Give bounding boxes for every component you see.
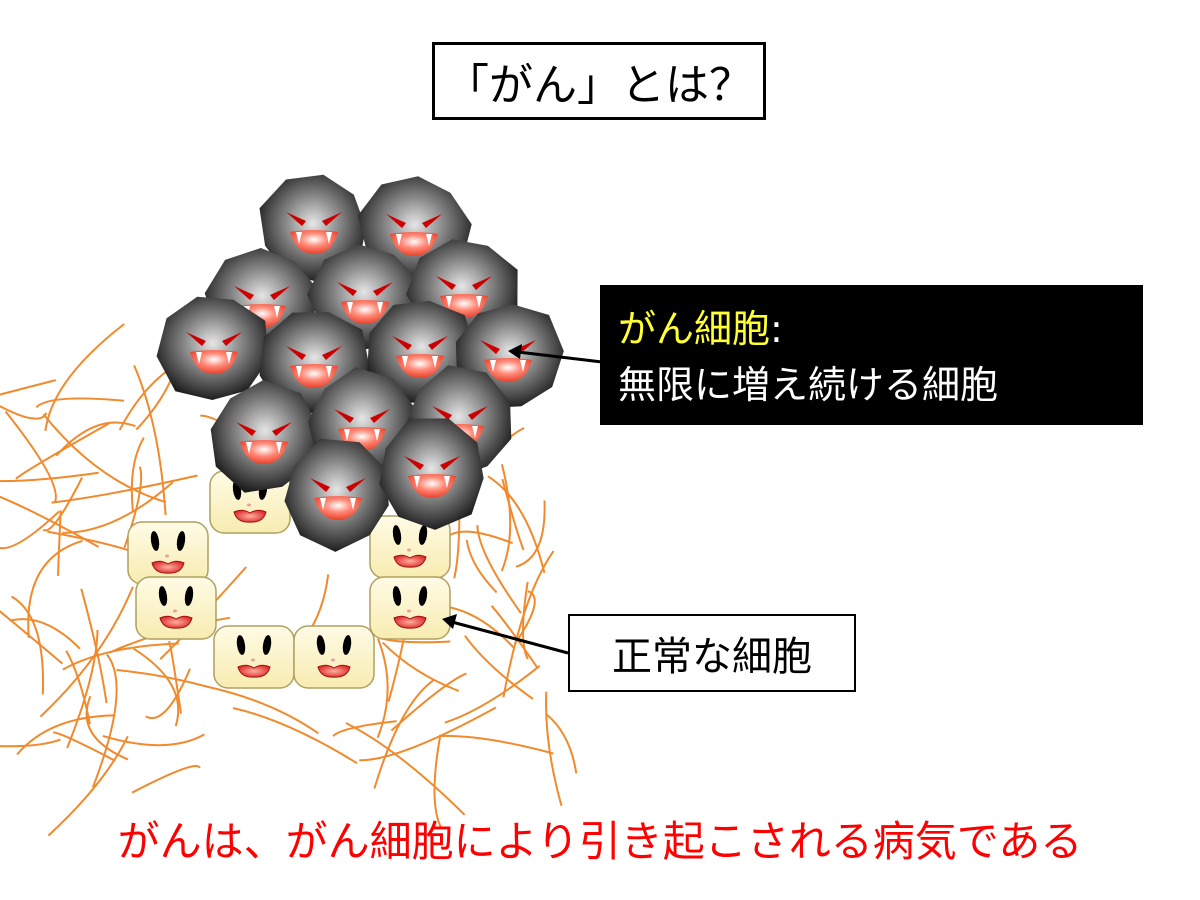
tissue-fiber	[381, 641, 460, 692]
tissue-fiber	[52, 731, 116, 762]
page-title-text: 「がん」とは？	[445, 60, 753, 111]
tissue-fiber	[0, 495, 99, 548]
tissue-fiber	[501, 478, 525, 551]
cancer-pointer-arrow	[517, 350, 603, 364]
tissue-fiber	[444, 665, 541, 724]
tissue-fiber	[11, 595, 45, 695]
tissue-fiber	[47, 735, 129, 837]
tissue-fiber	[205, 685, 319, 735]
cancer-cell	[210, 380, 319, 493]
tissue-fiber	[465, 539, 498, 594]
cancer-cell	[156, 296, 269, 400]
tissue-fiber	[62, 481, 174, 534]
tissue-fiber	[9, 618, 81, 650]
tissue-fiber	[44, 323, 125, 432]
tissue-fiber	[476, 525, 522, 614]
tissue-fiber	[66, 629, 99, 749]
cancer-arrowhead	[508, 344, 522, 359]
normal-pointer-arrow	[451, 620, 569, 655]
tissue-fiber	[0, 610, 64, 665]
normal-cell	[127, 521, 209, 585]
tissue-fiber	[42, 477, 83, 532]
tissue-fiber	[449, 606, 516, 650]
tissue-fiber	[0, 405, 48, 420]
cancer-cell	[379, 418, 484, 530]
tissue-fiber	[91, 653, 118, 788]
normal-cell-label: 正常な細胞	[612, 634, 812, 680]
tissue-fiber	[332, 720, 397, 737]
cancer-term-colon: :	[770, 307, 783, 351]
tissue-fiber	[62, 642, 179, 671]
tissue-fiber	[131, 764, 201, 794]
tissue-fiber	[35, 397, 125, 409]
tissue-fiber	[55, 421, 136, 457]
tissue-fiber	[80, 588, 108, 704]
pointer-arrows	[442, 344, 603, 655]
tissue-fiber	[373, 679, 435, 789]
normal-cell	[135, 576, 217, 640]
tissue-fiber	[133, 647, 180, 727]
tissue-fiber	[39, 586, 134, 718]
tissue-fiber	[102, 733, 205, 747]
tissue-fiber	[0, 471, 99, 483]
cancer-cell-cluster	[156, 174, 564, 552]
normal-cell	[293, 625, 375, 689]
normal-cell	[369, 576, 451, 640]
tissue-fiber	[545, 691, 563, 807]
normal-cell	[213, 625, 295, 689]
cancer-cell	[284, 438, 389, 552]
tissue-fiber	[464, 635, 534, 700]
normal-arrowhead	[442, 614, 457, 629]
tissue-fiber	[439, 734, 554, 755]
tissue-fiber	[0, 738, 61, 748]
normal-cell-callout: 正常な細胞	[568, 614, 856, 692]
page-title: 「がん」とは？	[432, 42, 766, 120]
conclusion-text: がんは、がん細胞により引き起こされる病気である	[117, 817, 1083, 866]
tissue-fiber	[515, 500, 546, 568]
tissue-fiber	[441, 530, 513, 545]
tissue-fiber	[65, 650, 91, 725]
tissue-fiber	[500, 463, 512, 572]
tissue-fiber	[487, 475, 546, 574]
tissue-fiber	[376, 638, 389, 739]
tissue-fiber	[145, 668, 191, 719]
tissue-fiber	[116, 669, 208, 688]
tissue-fiber	[490, 605, 538, 668]
tissue-fiber	[514, 590, 536, 644]
tissue-fiber	[390, 672, 467, 732]
normal-cell-group	[127, 470, 451, 689]
tissue-fiber	[232, 707, 358, 765]
tissue-fiber	[51, 474, 198, 504]
tissue-fiber	[4, 410, 57, 503]
tissue-fiber	[133, 365, 167, 516]
tissue-fiber	[345, 722, 466, 816]
cancer-callout-line-1: がん細胞:	[618, 301, 1125, 357]
cancer-cell-description: 無限に増え続ける細胞	[618, 363, 999, 407]
tissue-fiber	[359, 706, 497, 762]
tissue-fiber	[42, 413, 167, 504]
tissue-fiber	[0, 510, 60, 550]
cancer-cell-term: がん細胞	[618, 307, 771, 351]
tissue-fiber	[502, 550, 555, 698]
tissue-fiber	[433, 734, 443, 829]
tissue-fiber	[15, 422, 110, 480]
tissue-fiber	[130, 437, 145, 513]
tissue-fiber	[27, 539, 83, 638]
tissue-fiber	[57, 510, 62, 576]
cancer-cell-callout: がん細胞: 無限に増え続ける細胞	[600, 285, 1143, 425]
tissue-fiber	[0, 379, 57, 396]
tissue-fiber	[545, 713, 578, 774]
tissue-fiber	[16, 714, 115, 756]
